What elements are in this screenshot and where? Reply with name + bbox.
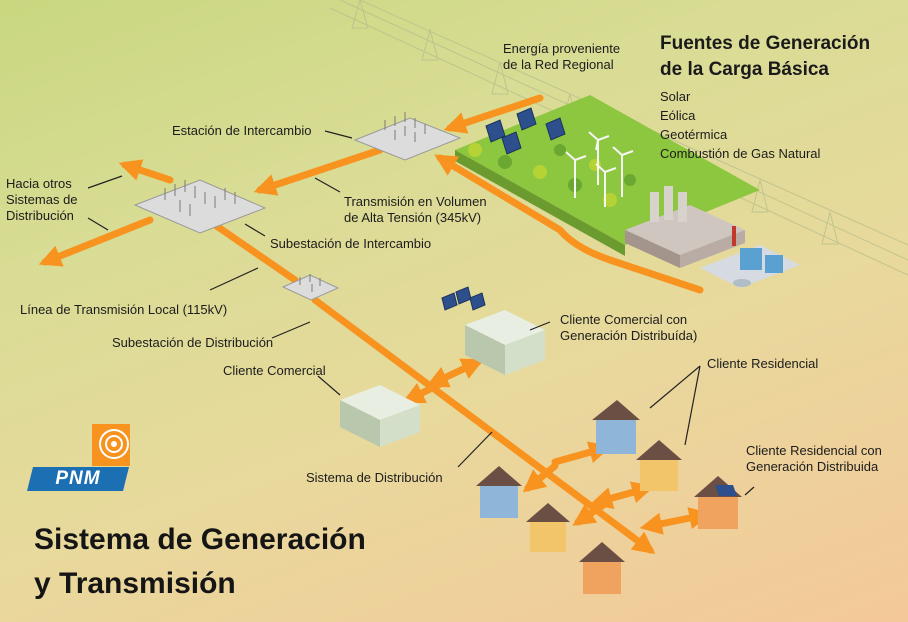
label-distribution-system: Sistema de Distribución xyxy=(306,470,443,485)
source-gas: Combustión de Gas Natural xyxy=(660,146,821,161)
house-blue-1 xyxy=(592,400,640,454)
label-interchange-station: Estación de Intercambio xyxy=(172,123,312,138)
source-wind: Eólica xyxy=(660,108,696,123)
house-orange-solar xyxy=(694,476,742,529)
label-residential-customer: Cliente Residencial xyxy=(707,356,819,371)
label-regional-grid: Energía proveniente de la Red Regional xyxy=(503,41,621,72)
label-commercial-customer: Cliente Comercial xyxy=(223,363,326,378)
house-branch-2 xyxy=(522,462,559,493)
local-transmission-flow xyxy=(201,214,299,284)
solar-array xyxy=(485,107,566,155)
house-yellow-1 xyxy=(636,440,682,491)
label-bulk-transmission: Transmisión en Volumen de Alta Tensión (… xyxy=(344,194,487,225)
label-distribution-substation: Subestación de Distribución xyxy=(112,335,274,350)
label-other-systems: Hacia otros Sistemas de Distribución xyxy=(6,176,78,223)
house-branch-4 xyxy=(572,500,609,526)
label-residential-dg-customer: Cliente Residencial con Generación Distr… xyxy=(746,443,882,474)
commercial-dg-building xyxy=(441,286,545,375)
wind-turbines xyxy=(565,131,634,207)
label-local-transmission: Línea de Transmisión Local (115kV) xyxy=(20,302,228,317)
houses xyxy=(476,400,742,594)
generation-sources-heading: Fuentes de Generación de la Carga Básica xyxy=(660,33,871,80)
logo-wordmark: PNM xyxy=(27,467,129,491)
commercial-building xyxy=(340,385,420,447)
house-blue-2 xyxy=(476,466,522,518)
power-flow-network xyxy=(38,94,712,555)
label-pointers xyxy=(87,130,755,496)
commercial-dg-branch xyxy=(425,358,485,388)
generation-sources-list: Solar Eólica Geotérmica Combustión de Ga… xyxy=(660,87,820,163)
pnm-logo: PNM xyxy=(27,420,140,494)
gas-plant xyxy=(700,245,800,288)
regional-grid-flow xyxy=(443,94,544,134)
trees xyxy=(468,143,636,207)
house-branch-5 xyxy=(639,507,712,535)
bulk-transmission-flow xyxy=(253,146,384,196)
power-plant xyxy=(625,186,745,268)
house-orange-1 xyxy=(579,542,625,594)
generation-feed-flow xyxy=(434,154,704,294)
other-systems-flow-up xyxy=(118,159,174,184)
interchange-substation xyxy=(133,179,267,234)
source-solar: Solar xyxy=(660,89,691,104)
commercial-branch xyxy=(401,380,444,404)
distribution-substation xyxy=(281,274,340,301)
page-title: Sistema de Generación y Transmisión xyxy=(34,523,366,600)
source-geothermal: Geotérmica xyxy=(660,127,728,142)
house-yellow-2 xyxy=(526,503,570,552)
label-commercial-dg-customer: Cliente Comercial con Generación Distrib… xyxy=(560,312,698,343)
sun-icon xyxy=(92,424,130,466)
label-interchange-substation: Subestación de Intercambio xyxy=(270,236,432,251)
other-systems-flow-down xyxy=(38,216,154,267)
interchange-station xyxy=(353,112,462,161)
